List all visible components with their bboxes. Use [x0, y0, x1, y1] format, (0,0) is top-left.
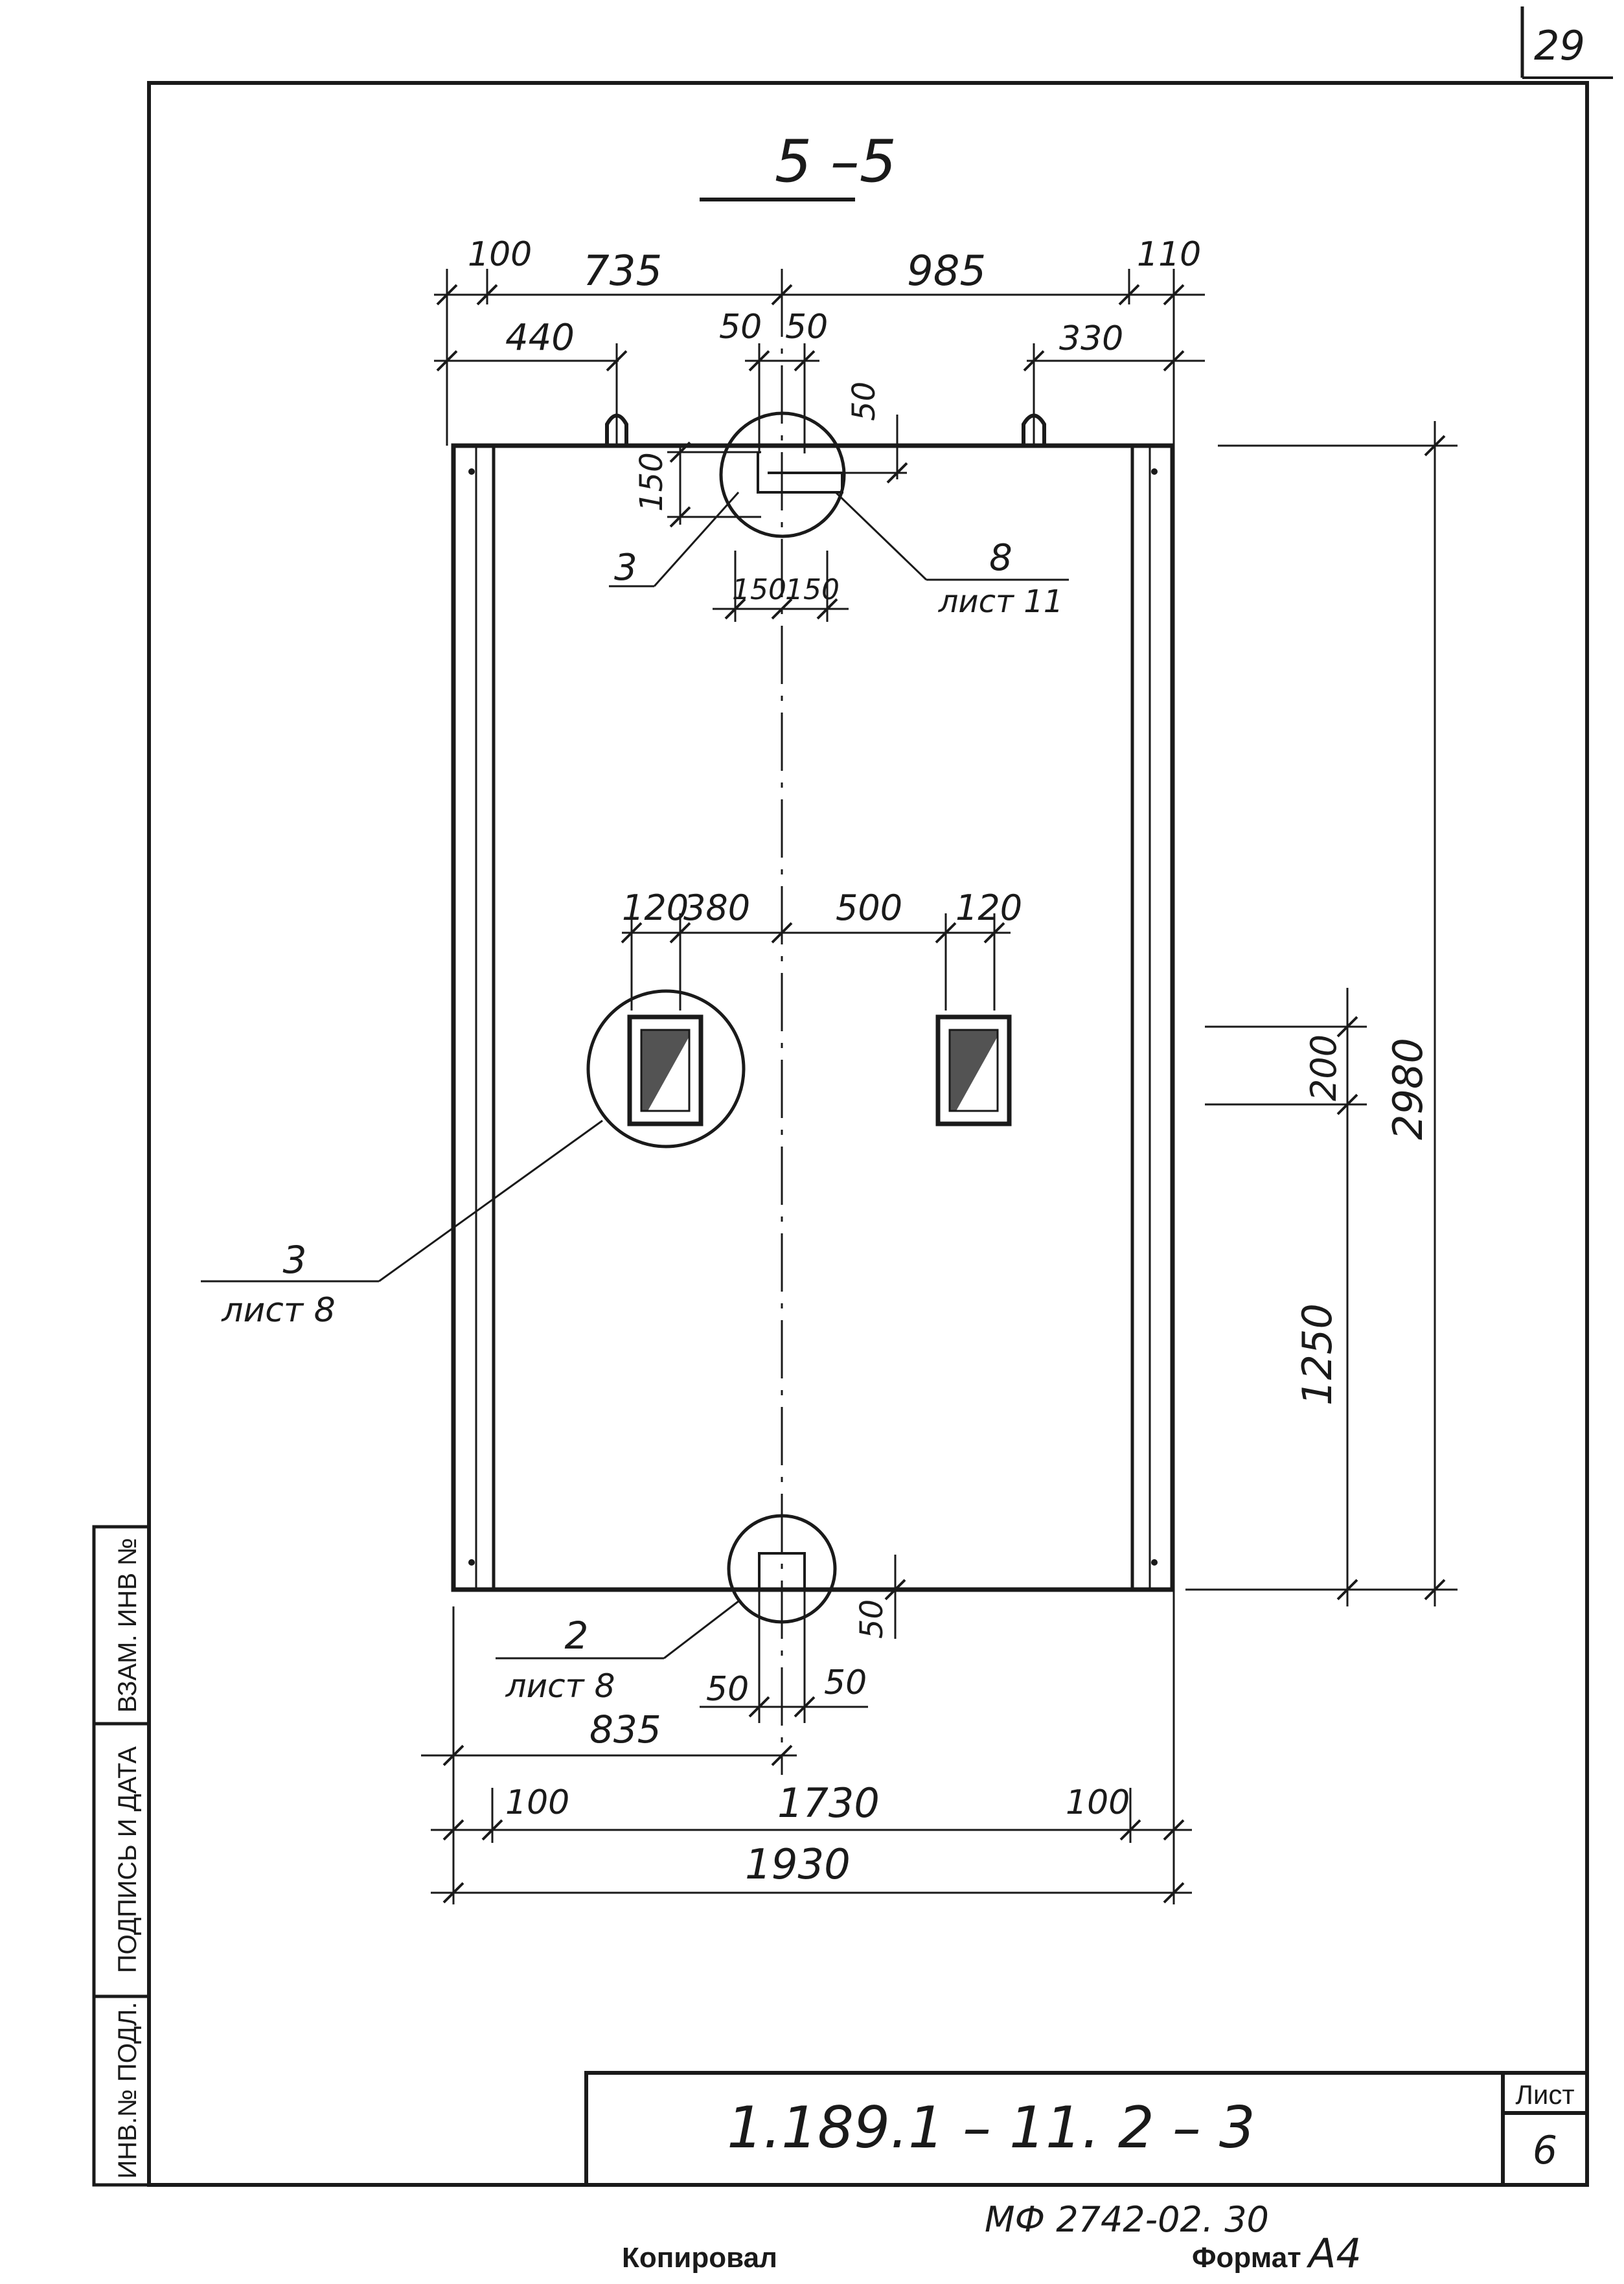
dim-top-330: 330	[1059, 319, 1123, 358]
dim-top-150b: 150	[785, 573, 840, 606]
dim-right-1250: 1250	[1294, 1303, 1341, 1406]
dim-bottom-835: 835	[589, 1707, 661, 1752]
dim-top-735: 735	[583, 247, 662, 295]
side-stamp-inv-original: ИНВ.№ ПОДЛ.	[113, 2002, 142, 2179]
callout-bottom-number: 2	[565, 1614, 589, 1658]
dim-top-110: 110	[1137, 235, 1201, 274]
panel-outline	[451, 443, 1175, 1592]
callout-top-right-sheet: лист 11	[938, 584, 1064, 620]
right-dimension-ticks	[1336, 435, 1446, 1601]
page-number: 29	[1534, 22, 1585, 69]
callout-top-right-number: 8	[989, 537, 1012, 579]
title-block-frame	[584, 2071, 1589, 2187]
dim-top-150a: 150	[732, 573, 786, 606]
bottom-dimension-ticks	[442, 1579, 1185, 1904]
side-stamp-replaced-inv: ВЗАМ. ИНВ №	[113, 1538, 142, 1713]
sheet-value: 6	[1533, 2128, 1557, 2173]
dim-top-50-vertical: 50	[846, 382, 882, 421]
dim-mid-380: 380	[683, 887, 750, 928]
callout-bottom-sheet: лист 8	[505, 1667, 615, 1705]
detail-circle-top	[719, 411, 846, 538]
detail-circle-bottom	[727, 1514, 837, 1624]
dim-bottom-1930: 1930	[745, 1841, 851, 1889]
side-stamp-grid	[92, 1525, 151, 2187]
dim-top-100: 100	[468, 235, 532, 274]
dim-bottom-50b: 50	[824, 1663, 867, 1702]
dim-mid-120a: 120	[622, 887, 689, 928]
dim-mid-500: 500	[836, 887, 902, 928]
middle-dimension-ticks	[621, 922, 1005, 944]
dim-right-2980: 2980	[1384, 1038, 1432, 1140]
callout-bottom-leader	[496, 1600, 739, 1660]
callout-top-left-leader	[609, 491, 740, 588]
format-label: Формат	[1192, 2242, 1301, 2274]
archive-number: МФ 2742-02. 30	[985, 2199, 1269, 2240]
top-groove-detail	[757, 452, 843, 494]
side-stamp-signature-date: ПОДПИСЬ И ДАТА	[113, 1746, 142, 1973]
drawing-code: 1.189.1 – 11. 2 – 3	[727, 2094, 1255, 2161]
section-title: 5 –5	[775, 128, 897, 196]
detail-circle-middle	[586, 989, 746, 1148]
callout-top-left-number: 3	[614, 547, 637, 589]
dim-bottom-1730: 1730	[777, 1779, 880, 1827]
opening-right	[935, 1014, 1012, 1126]
dim-bottom-50-vertical: 50	[854, 1599, 890, 1639]
dim-bottom-100a: 100	[505, 1783, 569, 1822]
dim-right-200: 200	[1303, 1034, 1344, 1101]
top-dimension-ticks	[436, 284, 1185, 620]
copied-label: Копировал	[622, 2242, 777, 2274]
callout-middle-left-number: 3	[283, 1238, 307, 1282]
dim-mid-120b: 120	[955, 887, 1022, 928]
sheet-label: Лист	[1515, 2079, 1574, 2110]
callout-middle-left-leader	[201, 1119, 603, 1283]
bottom-dimension-lines	[421, 1555, 1192, 1904]
dim-top-985: 985	[907, 247, 986, 295]
callout-top-right-leader	[834, 491, 1069, 581]
opening-left	[627, 1014, 703, 1126]
bottom-groove-detail	[758, 1552, 806, 1591]
dim-top-50b: 50	[785, 308, 828, 347]
dim-top-50a: 50	[719, 308, 762, 347]
dim-top-440: 440	[505, 317, 575, 359]
format-value: А4	[1306, 2230, 1362, 2277]
callout-middle-left-sheet: лист 8	[221, 1291, 336, 1330]
right-dimension-lines	[1185, 421, 1458, 1606]
dim-top-150-vertical: 150	[634, 452, 670, 512]
dim-bottom-100b: 100	[1066, 1783, 1130, 1822]
dim-bottom-50a: 50	[706, 1670, 749, 1709]
